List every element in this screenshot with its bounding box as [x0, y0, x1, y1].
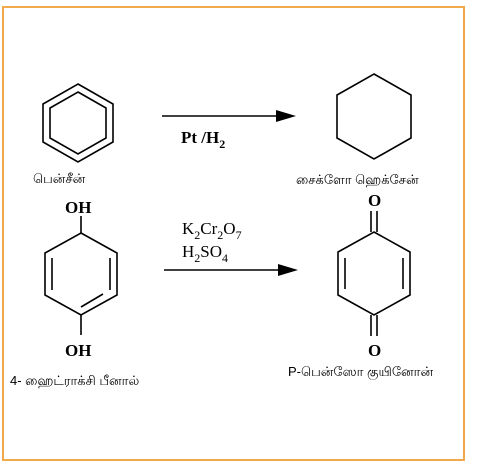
reaction2-reagent-line2: H2SO4 [182, 242, 228, 265]
benzene-label: பென்சீன் [33, 171, 86, 186]
hydroquinone-label: 4- ஹைட்ராக்சி பீனால் [10, 373, 139, 388]
benzoquinone-structure [337, 211, 411, 336]
reaction1-reagent: Pt /H2 [181, 128, 225, 151]
quinone-bottom-o: O [368, 341, 381, 360]
reaction2-reagent-line1: K2Cr2O7 [182, 219, 242, 242]
reaction2-arrow [164, 264, 298, 276]
cyclohexane-structure [336, 73, 412, 160]
benzene-structure [42, 83, 114, 163]
hydroquinone-top-oh: OH [65, 198, 91, 217]
quinone-label: P-பென்ஸோ குயினோன் [288, 364, 433, 380]
hydroquinone-structure [44, 216, 118, 335]
cyclohexane-label: சைக்ளோ ஹெக்சேன் [296, 172, 419, 187]
hydroquinone-bottom-oh: OH [65, 341, 91, 360]
reaction1-arrow [162, 110, 296, 122]
quinone-top-o: O [368, 191, 381, 210]
